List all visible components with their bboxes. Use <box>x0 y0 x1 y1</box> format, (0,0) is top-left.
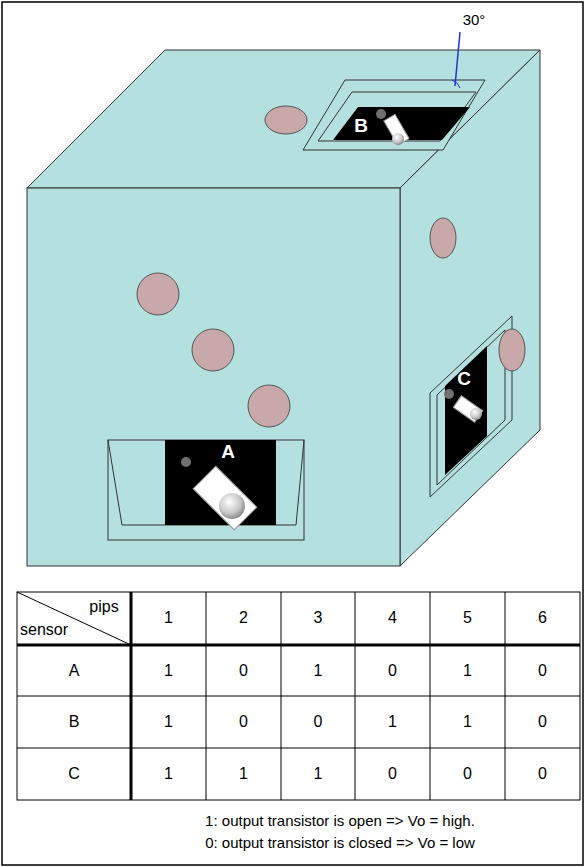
table-cell: 1 <box>388 713 397 731</box>
tilt-tube <box>453 396 482 422</box>
sensor-cavity <box>445 346 487 475</box>
window-bevel <box>437 330 505 485</box>
sensor-letter: B <box>354 116 368 137</box>
sensor-contact <box>376 109 386 119</box>
table-cell: 1 <box>164 713 173 731</box>
table-cell: 0 <box>538 765 547 783</box>
table-rule <box>17 696 580 697</box>
pip <box>192 329 234 371</box>
table-header: sensor <box>20 621 68 639</box>
sensor-window <box>303 80 485 150</box>
table-cell: 1 <box>164 765 173 783</box>
table-cell: 0 <box>463 765 472 783</box>
table-rule <box>17 644 580 647</box>
table-cell: 0 <box>239 662 248 680</box>
table-cell: 1 <box>463 662 472 680</box>
table-cell: 0 <box>538 662 547 680</box>
sensor-name: B <box>69 713 80 731</box>
table-border <box>17 592 580 800</box>
tilt-ball <box>392 133 404 145</box>
sensor-contact <box>181 457 191 467</box>
sensor-name: A <box>69 662 80 680</box>
table-cell: 0 <box>388 765 397 783</box>
header-diagonal <box>17 592 131 645</box>
sensor-letter: C <box>457 369 471 390</box>
table-cell: 0 <box>239 713 248 731</box>
legend-note: 1: output transistor is open => Vo = hig… <box>205 813 475 830</box>
table-cell: 1 <box>463 713 472 731</box>
table-header: 1 <box>164 609 173 627</box>
table-cell: 0 <box>314 713 323 731</box>
sensor-contact <box>444 389 454 399</box>
table-header: 3 <box>314 609 323 627</box>
table-header: pips <box>89 598 118 616</box>
table-cell: 1 <box>314 662 323 680</box>
sensor-letter: A <box>221 442 235 463</box>
table-cell: 1 <box>314 765 323 783</box>
pip <box>265 106 307 134</box>
pip <box>137 273 179 315</box>
sensor-name: C <box>68 765 80 783</box>
table-rule <box>206 592 207 800</box>
die-front-face <box>27 188 400 566</box>
pip <box>499 329 525 371</box>
table-header: 6 <box>538 609 547 627</box>
table-cell: 0 <box>538 713 547 731</box>
pip <box>430 218 456 258</box>
tilt-ball <box>470 408 482 420</box>
tilt-ball <box>219 493 245 519</box>
table-cell: 1 <box>239 765 248 783</box>
table-rule <box>430 592 431 800</box>
table-rule <box>505 592 506 800</box>
legend-note: 0: output transistor is closed => Vo = l… <box>205 835 475 852</box>
table-rule <box>17 748 580 749</box>
table-header: 4 <box>388 609 397 627</box>
table-rule <box>355 592 356 800</box>
tilt-tube <box>384 114 409 145</box>
table-header: 2 <box>239 609 248 627</box>
sensor-window <box>108 440 304 540</box>
angle-leader <box>455 32 460 86</box>
table-rule <box>281 592 282 800</box>
table-header: 5 <box>463 609 472 627</box>
tilt-tube <box>193 466 257 530</box>
table-cell: 1 <box>164 662 173 680</box>
angle-label: 30° <box>463 12 486 29</box>
angle-arc <box>452 80 460 88</box>
pip <box>248 385 290 427</box>
table-cell: 0 <box>388 662 397 680</box>
